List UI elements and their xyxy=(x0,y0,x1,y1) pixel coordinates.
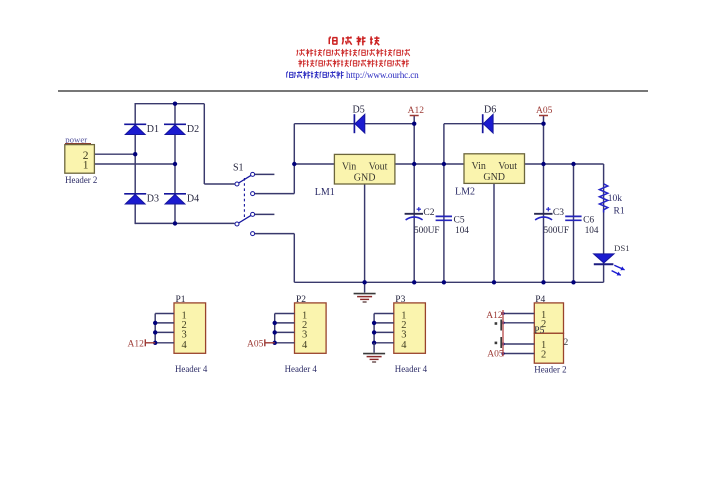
svg-text:Header 2: Header 2 xyxy=(534,364,566,374)
svg-text:4: 4 xyxy=(182,340,188,351)
svg-text:Header 2: Header 2 xyxy=(65,175,97,185)
svg-text:1: 1 xyxy=(541,340,546,351)
svg-text:D6: D6 xyxy=(484,105,496,116)
svg-text:P2: P2 xyxy=(296,295,306,305)
svg-text:A05: A05 xyxy=(247,339,264,349)
svg-text:LM1: LM1 xyxy=(315,187,335,198)
svg-text:2: 2 xyxy=(302,320,307,331)
svg-text:D4: D4 xyxy=(187,193,199,204)
svg-text:Vin: Vin xyxy=(342,162,356,173)
svg-text:Vin: Vin xyxy=(472,161,486,172)
svg-text:C3: C3 xyxy=(553,208,564,218)
svg-text:2: 2 xyxy=(541,319,546,330)
svg-text:C6: C6 xyxy=(583,215,594,225)
svg-text:D5: D5 xyxy=(353,105,365,116)
svg-text:A12: A12 xyxy=(128,339,145,349)
svg-text:1: 1 xyxy=(541,310,546,321)
svg-text:Header 4: Header 4 xyxy=(175,364,208,374)
svg-text:104: 104 xyxy=(455,225,469,235)
svg-text:2: 2 xyxy=(83,150,89,162)
svg-text:2: 2 xyxy=(401,320,406,331)
svg-text:P4: P4 xyxy=(535,295,545,305)
svg-text:2: 2 xyxy=(541,350,546,361)
svg-text:R1: R1 xyxy=(614,207,625,217)
svg-text:Header 4: Header 4 xyxy=(285,364,318,374)
svg-text:D2: D2 xyxy=(187,124,199,135)
svg-text:1: 1 xyxy=(401,311,406,322)
svg-text:10k: 10k xyxy=(608,194,623,204)
svg-text:DS1: DS1 xyxy=(614,243,630,253)
svg-text:2: 2 xyxy=(564,338,569,348)
svg-text:1: 1 xyxy=(302,311,307,322)
svg-text:LM2: LM2 xyxy=(455,186,475,197)
svg-text:S1: S1 xyxy=(233,163,244,174)
svg-text:GND: GND xyxy=(483,172,505,183)
svg-text:P3: P3 xyxy=(395,295,405,305)
svg-text:500UF: 500UF xyxy=(414,225,440,235)
svg-text:1: 1 xyxy=(83,160,89,172)
svg-text:A05: A05 xyxy=(487,349,504,359)
svg-text:http://www.ourhc.cn: http://www.ourhc.cn xyxy=(346,70,419,80)
svg-text:3: 3 xyxy=(182,329,187,340)
svg-text:A12: A12 xyxy=(486,311,503,321)
svg-text:4: 4 xyxy=(401,340,407,351)
svg-text:C2: C2 xyxy=(423,208,434,218)
svg-text:A05: A05 xyxy=(536,106,553,116)
svg-text:A12: A12 xyxy=(408,106,425,116)
svg-text:500UF: 500UF xyxy=(544,225,570,235)
svg-text:P5: P5 xyxy=(534,326,544,336)
svg-text:Header 4: Header 4 xyxy=(395,364,428,374)
svg-text:3: 3 xyxy=(401,329,406,340)
svg-text:P1: P1 xyxy=(176,295,186,305)
svg-text:4: 4 xyxy=(302,340,308,351)
svg-text:Vout: Vout xyxy=(369,162,388,173)
svg-text:3: 3 xyxy=(302,329,307,340)
svg-text:D1: D1 xyxy=(147,124,159,135)
svg-text:2: 2 xyxy=(182,320,187,331)
svg-text:D3: D3 xyxy=(147,193,159,204)
svg-text:GND: GND xyxy=(354,173,376,184)
svg-text:1: 1 xyxy=(182,311,187,322)
svg-text:power: power xyxy=(65,134,87,144)
svg-text:104: 104 xyxy=(585,225,599,235)
svg-text:C5: C5 xyxy=(454,215,465,225)
svg-text:Vout: Vout xyxy=(498,161,517,172)
